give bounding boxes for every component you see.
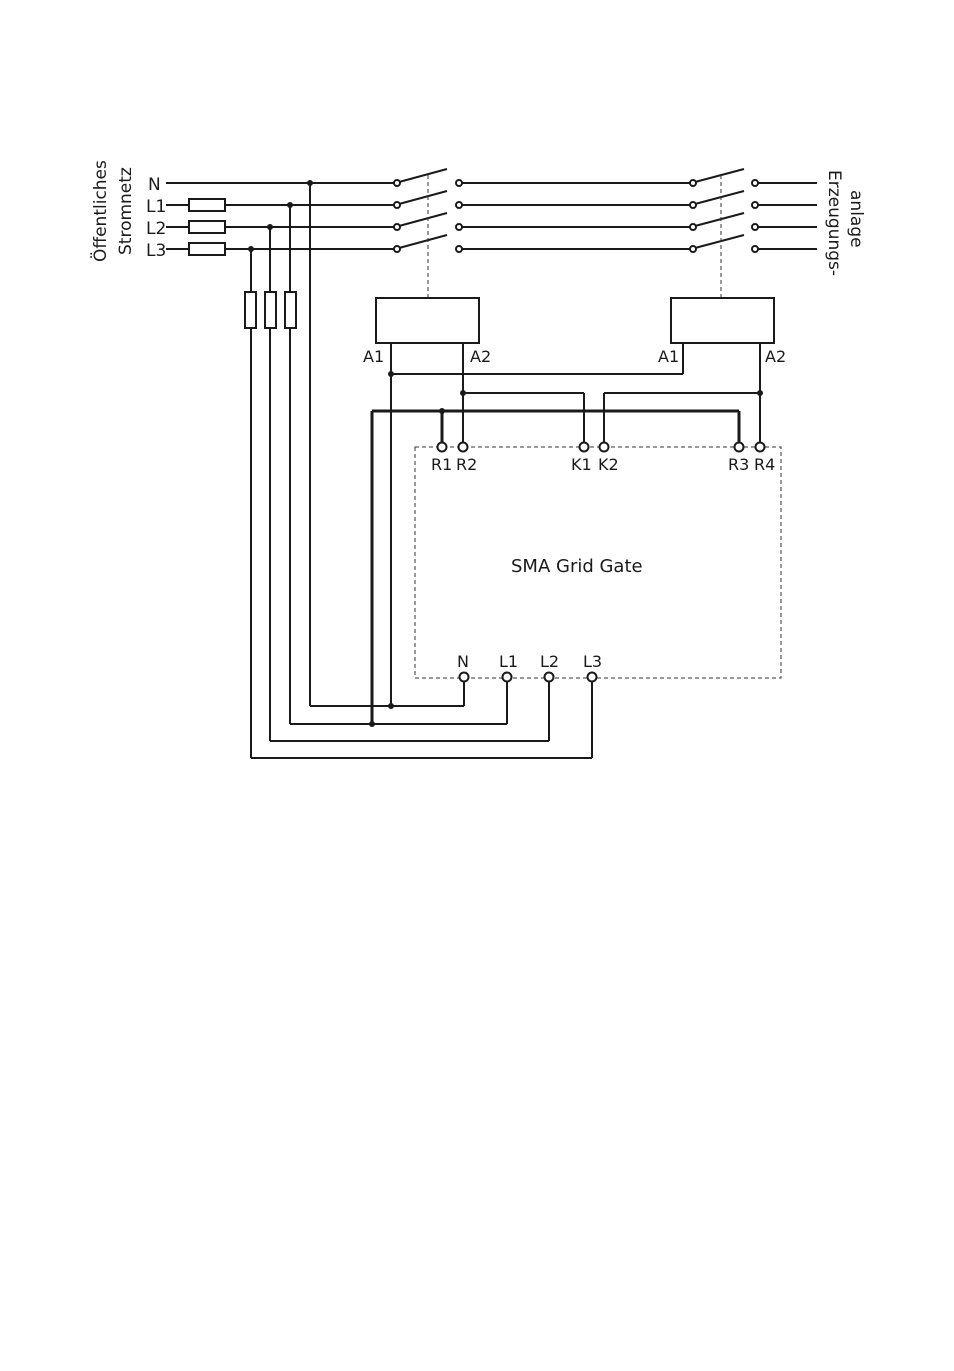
label-public-grid-2: Stromnetz (116, 167, 136, 255)
terminal-n: N (457, 652, 469, 671)
terminal-r1: R1 (431, 455, 452, 474)
relay-left-a2: A2 (470, 347, 491, 366)
phase-label-l3: L3 (146, 241, 166, 261)
phase-label-n: N (148, 175, 161, 195)
relay-right-a1: A1 (658, 347, 679, 366)
label-generation-plant-1: Erzeugungs- (824, 170, 844, 276)
relay-coil-right (670, 297, 775, 344)
junction-dots (248, 180, 763, 727)
label-public-grid-1: Öffentliches (89, 160, 111, 262)
control-wiring (370, 343, 761, 724)
terminal-l2: L2 (540, 652, 559, 671)
phase-label-l2: L2 (146, 219, 166, 239)
terminal-k1: K1 (571, 455, 592, 474)
relay-left-a1: A1 (363, 347, 384, 366)
phase-taps (244, 183, 593, 759)
relay-right-a2: A2 (765, 347, 786, 366)
device-bottom-terminals (458, 671, 598, 683)
label-generation-plant-2: anlage (846, 190, 866, 248)
left-contactor-contacts (393, 168, 463, 298)
relay-coil-left (375, 297, 480, 344)
terminal-l3: L3 (583, 652, 602, 671)
device-title: SMA Grid Gate (511, 556, 643, 577)
phase-label-l1: L1 (146, 197, 166, 217)
right-contactor-contacts (689, 168, 759, 298)
terminal-r3: R3 (728, 455, 749, 474)
terminal-r4: R4 (754, 455, 775, 474)
device-top-terminals (436, 441, 766, 453)
terminal-r2: R2 (456, 455, 477, 474)
terminal-k2: K2 (598, 455, 619, 474)
terminal-l1: L1 (499, 652, 518, 671)
grid-gate-box (414, 446, 782, 679)
bus-lines (166, 182, 817, 250)
line-fuses (188, 198, 226, 256)
